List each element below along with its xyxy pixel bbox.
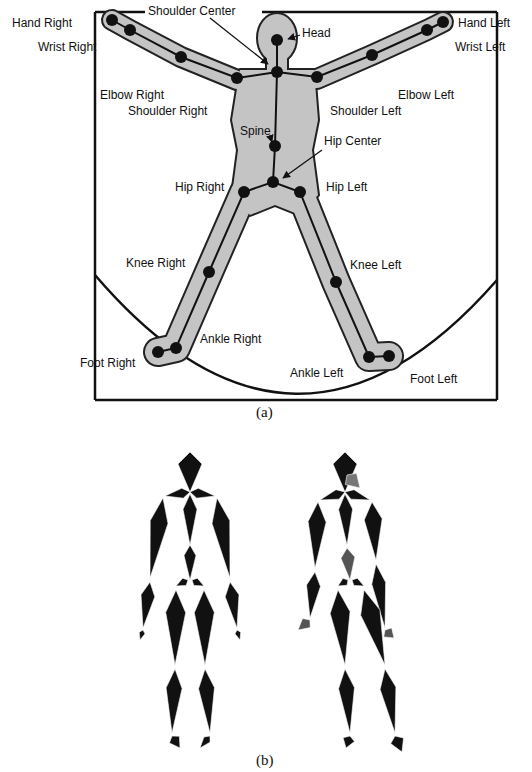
bone-polygon [169,736,180,748]
subfigure-label: (a) [256,404,273,421]
bone-polygon [380,669,396,733]
bone-polygon [184,545,196,580]
joint-label: Hip Right [175,180,224,194]
bone-polygon [194,590,214,665]
subfigure-label: (b) [256,752,274,769]
bone-polygon [308,502,326,568]
joint-label: Shoulder Right [128,104,207,118]
bone-polygon [330,590,350,665]
joint-label: Spine [240,124,271,138]
bone-polygon [166,669,182,733]
bone-polygon [338,578,348,586]
joint-label: Shoulder Left [330,104,401,118]
bone-polygon [190,488,215,498]
bone-polygon [341,548,355,580]
joint-label: Ankle Right [200,332,261,346]
bone-polygon [212,498,230,578]
joint-label: Shoulder Center [148,4,235,18]
polygon-skeletons [139,452,403,752]
bone-polygon [183,494,197,545]
bone-polygon [339,669,355,733]
bone-polygon [150,498,168,578]
leader-lines [210,18,322,178]
joint-label: Wrist Left [455,40,505,54]
bone-polygon [199,669,215,733]
joint-label: Elbow Right [100,88,164,102]
bone-polygon [166,590,186,665]
bone-polygon [345,473,360,488]
joint-label: Knee Left [350,258,401,272]
bone-polygon [235,630,241,640]
body-outline [112,14,443,357]
joint-label: Hip Center [324,134,381,148]
joint-dots [106,14,449,363]
bone-polygon [225,582,239,628]
bone-polygon [178,452,202,492]
joint-label: Head [302,26,331,40]
bone-polygon [343,736,354,748]
joint-label: Hand Right [12,16,72,30]
joint-label: Knee Right [126,256,185,270]
bone-polygon [364,502,382,560]
joint-label: Foot Left [410,372,457,386]
bone-polygon [141,582,155,628]
body-fill [112,14,443,357]
skeleton-bones [112,20,443,357]
bone-polygon [192,578,204,586]
bone-polygon [200,736,210,748]
bone-polygon [139,630,145,640]
joint-label: Hip Left [326,180,367,194]
frame [95,12,497,400]
bone-polygon [307,572,321,618]
bone-polygon [339,494,353,545]
joint-label: Ankle Left [290,366,343,380]
joint-label: Hand Left [458,16,510,30]
bone-polygon [176,578,188,586]
joint-label: Elbow Left [398,88,454,102]
bone-polygon [345,490,370,500]
bone-polygon [361,590,385,665]
bone-polygon [320,490,345,500]
bone-polygon [298,618,310,630]
joint-label: Foot Right [80,356,135,370]
bone-polygon [384,628,394,638]
bone-polygon [391,736,404,752]
bone-polygon [352,578,364,586]
bone-polygon [165,488,190,498]
joint-label: Wrist Right [38,40,96,54]
